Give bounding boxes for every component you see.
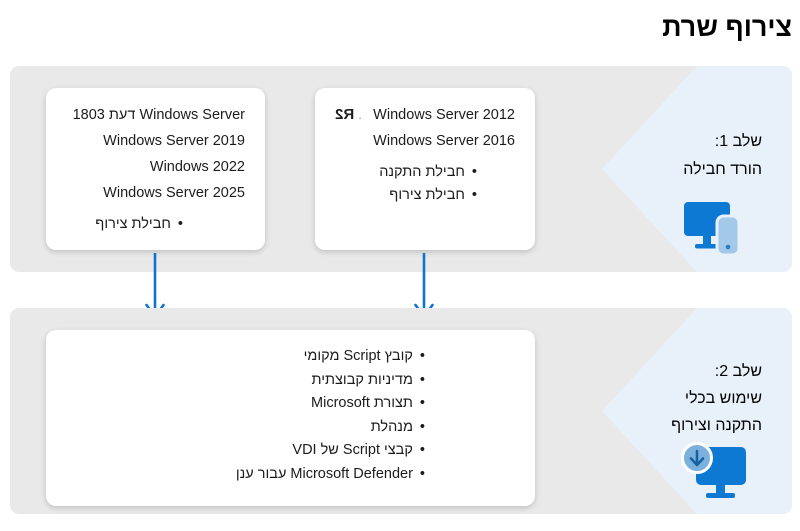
step2-label-line2: שימוש בכלי	[684, 390, 762, 407]
version-text: Windows Server 2012	[373, 107, 515, 123]
step2-label-line3: התקנה וצירוף	[671, 417, 762, 434]
bullet-text: תצורת Microsoft	[311, 395, 413, 411]
version-line: Windows Server 2025	[103, 185, 245, 201]
bullet-item: • קבצי Script של VDI	[66, 439, 425, 463]
bullet-glyph: •	[419, 348, 425, 364]
step1-chevron: שלב 1: הורד חבילה	[602, 66, 792, 272]
bullet-item: • מדיניות קבוצתית	[66, 369, 425, 393]
bullet-text: Microsoft Defender עבור ענן	[235, 465, 413, 482]
bullet-text: מנהלת	[370, 418, 413, 435]
version-line: Windows 2022	[149, 159, 245, 175]
bullet-item: • חבילת צירוף	[66, 213, 245, 236]
bullet-text: קבצי Script של VDI	[292, 442, 413, 458]
step2-tools-card: • קובץ Script מקומי • מדיניות קבוצתית • תצורת…	[46, 330, 535, 506]
bullet-glyph: •	[471, 164, 477, 180]
bullet-item: • Microsoft Defender עבור ענן	[66, 463, 425, 487]
step1-label-line1: שלב 1:	[714, 133, 762, 150]
bullet-glyph: •	[419, 418, 425, 435]
bullet-text: חבילת צירוף	[389, 187, 465, 203]
bullet-glyph: •	[419, 442, 425, 458]
step1-label: שלב 1: הורד חבילה	[683, 128, 762, 184]
mirrored-r2-label: R2	[335, 106, 355, 123]
bullet-item: • חבילת צירוף	[335, 184, 515, 207]
monitor-download-icon	[681, 442, 746, 498]
bullet-glyph: •	[419, 395, 425, 411]
bullet-list-legacy: • חבילת התקנה • חבילת צירוף	[335, 161, 515, 207]
monitor-phone-icon	[684, 202, 741, 257]
bullet-glyph: •	[471, 187, 477, 203]
bullet-glyph: •	[419, 371, 425, 388]
version-line: Windows Server דעת 1803	[72, 107, 245, 123]
bullet-text: חבילת התקנה	[379, 164, 465, 180]
bullet-text: קובץ Script מקומי	[303, 348, 413, 364]
step2-label: שלב 2: שימוש בכלי התקנה וצירוף	[671, 358, 762, 439]
step2-chevron: שלב 2: שימוש בכלי התקנה וצירוף	[602, 308, 792, 514]
bullet-item: • תצורת Microsoft	[66, 392, 425, 416]
version-line-2012: R2. Windows Server 2012	[335, 102, 515, 128]
bullet-glyph: •	[177, 216, 183, 232]
package-card-legacy: R2. Windows Server 2012 Windows Server 2…	[315, 88, 535, 250]
step1-label-line2: הורד חבילה	[683, 161, 762, 178]
step1-band: שלב 1: הורד חבילה Windows Server דעת 180…	[10, 66, 792, 272]
bullet-text: מדיניות קבוצתית	[311, 371, 413, 388]
version-line: Windows Server 2019	[103, 133, 245, 149]
faint-dot: .	[358, 107, 362, 122]
bullet-glyph: •	[419, 465, 425, 482]
bullet-item: • קובץ Script מקומי	[66, 345, 425, 369]
step2-label-line1: שלב 2:	[714, 363, 762, 380]
version-line-2016: Windows Server 2016	[373, 133, 515, 149]
bullet-item: • חבילת התקנה	[335, 161, 515, 184]
bullet-text: חבילת צירוף	[95, 216, 171, 232]
page-title: צירוף שרת	[662, 12, 792, 42]
step2-band: שלב 2: שימוש בכלי התקנה וצירוף • קובץ Scr…	[10, 308, 792, 514]
bullet-item: • מנהלת	[66, 416, 425, 440]
tools-list: • קובץ Script מקומי • מדיניות קבוצתית • תצורת…	[66, 345, 425, 486]
bullet-list-modern: • חבילת צירוף	[66, 213, 245, 236]
